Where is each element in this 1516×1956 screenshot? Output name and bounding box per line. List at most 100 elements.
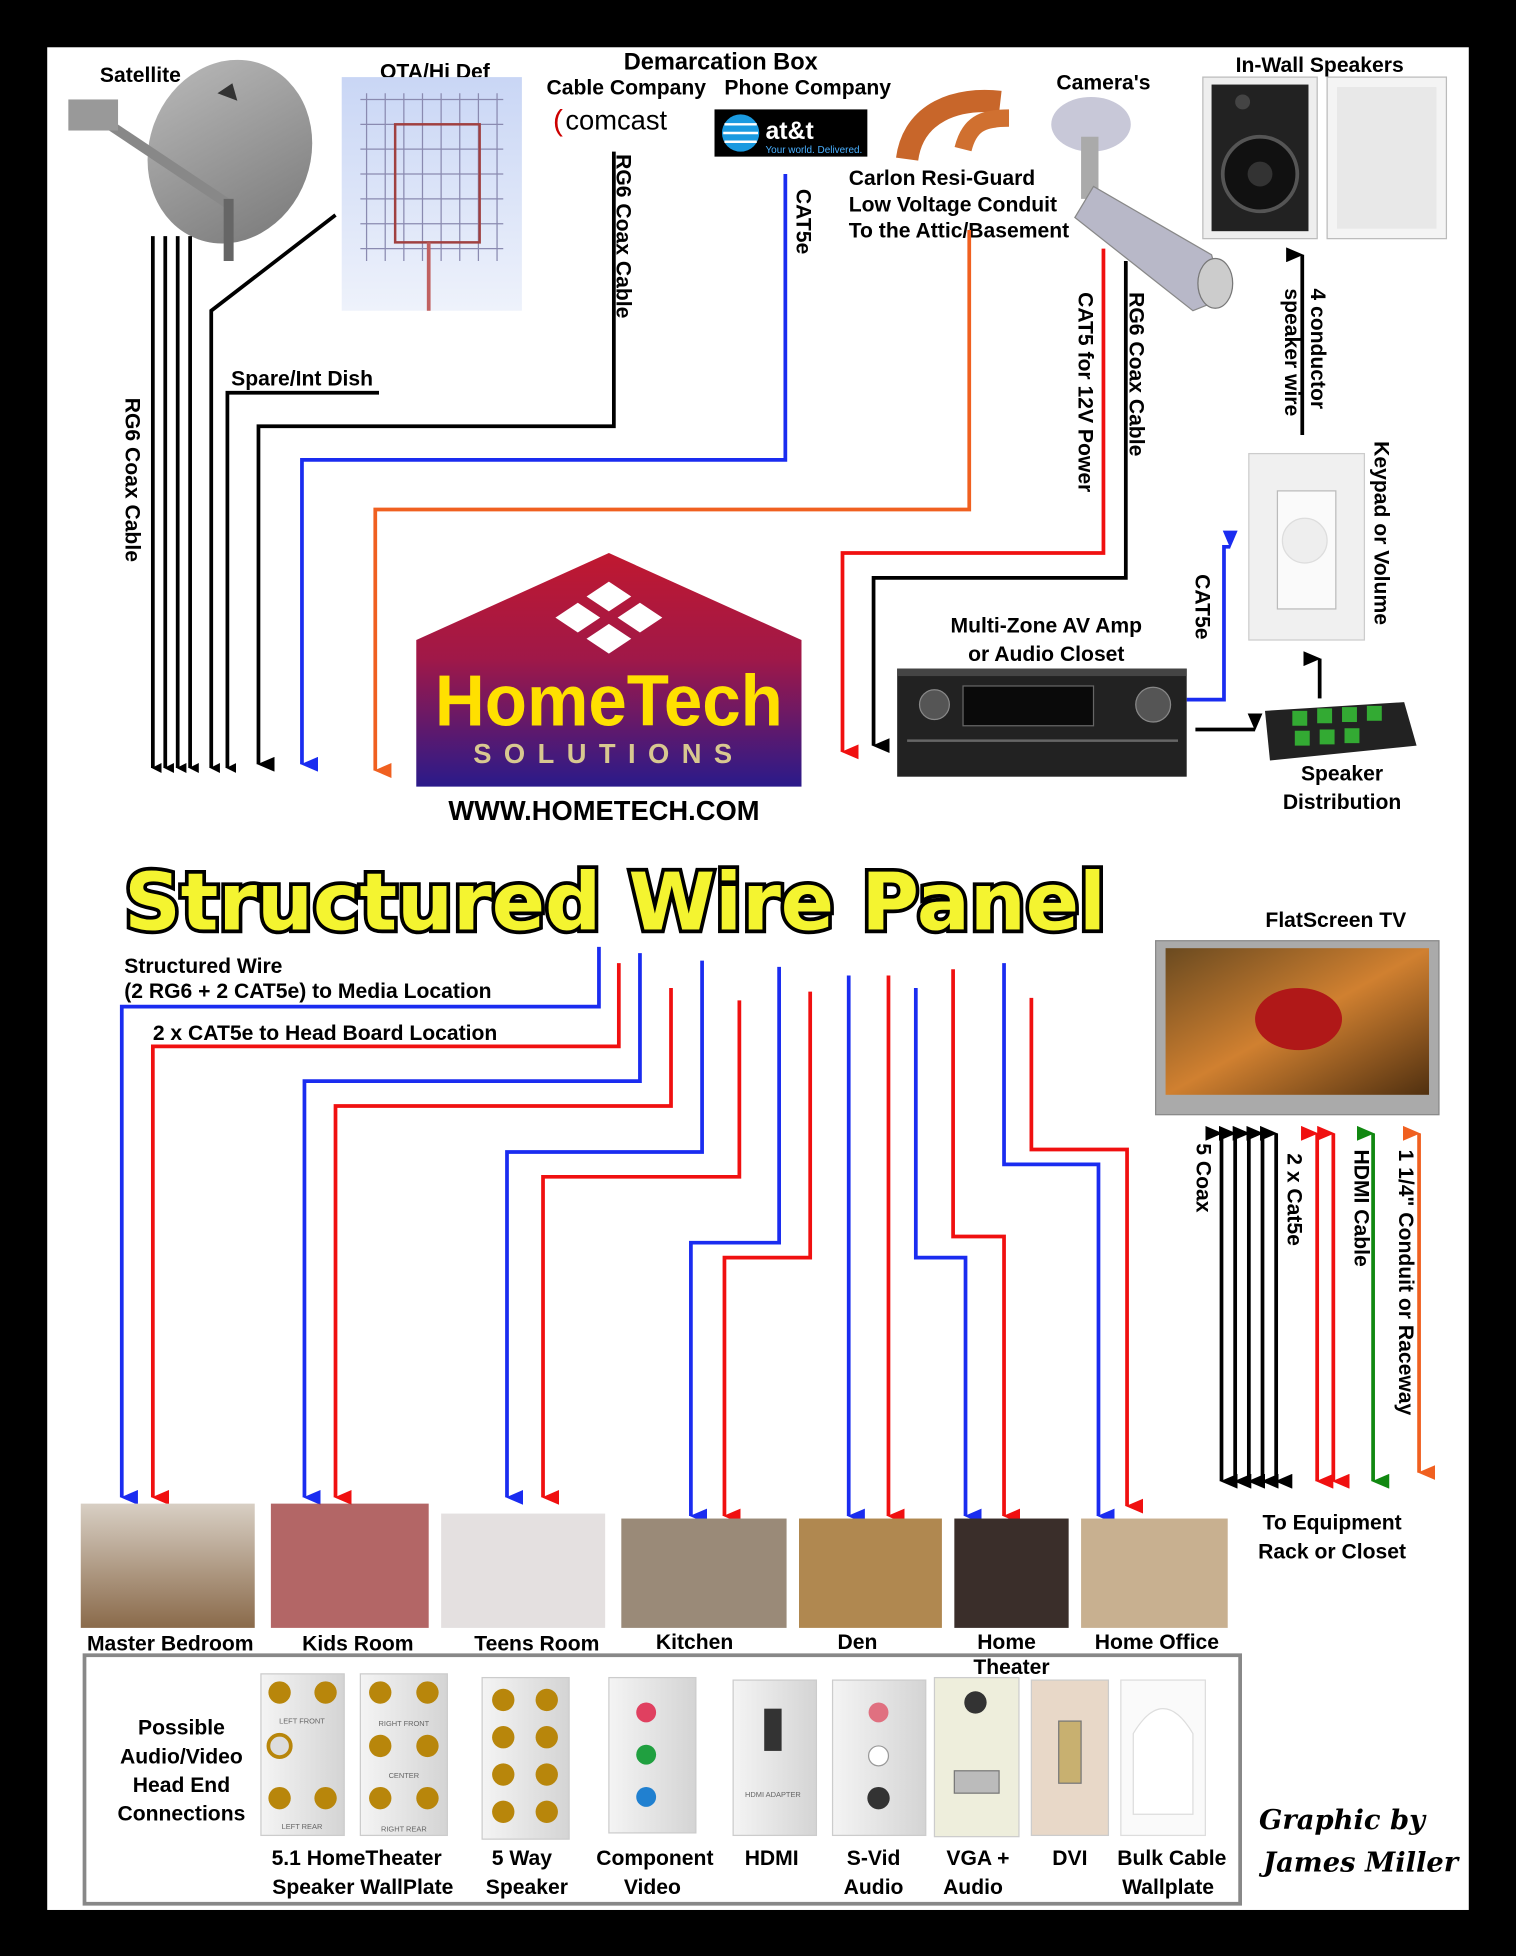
keypad-volume-plate — [1248, 452, 1366, 641]
plate-label: VGA + — [946, 1847, 1009, 1870]
page-title: Structured Wire Panel — [124, 856, 1106, 949]
master-bedroom-photo — [80, 1503, 255, 1628]
head-end-box — [82, 1653, 1243, 1906]
phone-company-label: Phone Company — [724, 76, 891, 99]
room-label-home-office: Home Office — [1095, 1631, 1220, 1654]
camera-image — [1051, 96, 1234, 312]
home-theater-photo — [954, 1518, 1069, 1628]
speaker-dist-label-1: Speaker — [1301, 762, 1383, 785]
credit-line-2: James Miller — [1258, 1846, 1461, 1878]
plate-label: HDMI — [745, 1847, 799, 1870]
teens-room-photo — [441, 1513, 606, 1628]
inwall-speakers-image — [1202, 76, 1448, 240]
conduit-label-3: To the Attic/Basement — [849, 219, 1070, 242]
cat5-power-label: CAT5 for 12V Power — [1074, 292, 1097, 492]
plate-label: Speaker WallPlate — [272, 1876, 453, 1899]
conduit-image — [896, 89, 1010, 162]
speaker-wallplate-51: LEFT FRONT LEFT REAR RIGHT FRONT CENTER … — [260, 1673, 448, 1837]
speaker-wire-label-2: speaker wire — [1280, 288, 1303, 416]
speaker-distribution-image — [1264, 702, 1417, 761]
plate-label: S-Vid — [847, 1847, 901, 1870]
tv-destination-label-1: To Equipment — [1263, 1512, 1402, 1535]
cat5e-keypad-label: CAT5e — [1190, 574, 1213, 640]
kids-room-photo — [270, 1503, 429, 1628]
flatscreen-tv-image — [1155, 940, 1440, 1116]
att-logo: at&t Your world. Delivered. — [714, 109, 868, 157]
ota-antenna-image — [341, 77, 522, 311]
tv-conduit-label: 1 1/4" Conduit or Raceway — [1394, 1149, 1417, 1415]
credit-line-1: Graphic by — [1259, 1804, 1427, 1836]
room-label-kitchen: Kitchen — [656, 1631, 733, 1654]
plate-label: Wallplate — [1122, 1876, 1214, 1899]
comcast-logo: ( comcast — [553, 104, 668, 137]
tv-coax-label: 5 Coax — [1192, 1143, 1215, 1212]
head-end-title-3: Head End — [133, 1774, 230, 1797]
speaker-wire-label-1: 4 conductor — [1306, 288, 1329, 409]
plate-label: Bulk Cable — [1117, 1847, 1226, 1870]
rg6-cable-co-label: RG6 Coax Cable — [611, 154, 634, 318]
svg-text:CENTER: CENTER — [389, 1771, 420, 1780]
camera-rg6-wire — [871, 261, 1128, 754]
room-label-theater: Theater — [973, 1656, 1049, 1679]
room-label-teens-room: Teens Room — [474, 1632, 599, 1655]
demarcation-box-label: Demarcation Box — [624, 50, 818, 76]
camera-power-wire — [840, 248, 1106, 760]
hdmi-plate: HDMI ADAPTER — [732, 1679, 818, 1837]
svideo-audio-plate — [831, 1679, 927, 1837]
spare-dish-label: Spare/Int Dish — [231, 367, 373, 390]
room-label-den: Den — [837, 1631, 877, 1654]
satellite-dish-image — [68, 59, 313, 262]
wallplate-labels: 5.1 HomeTheater Speaker WallPlate 5 Way … — [272, 1847, 1227, 1899]
kitchen-photo — [621, 1518, 787, 1628]
satellite-coax-wires — [150, 213, 379, 773]
cameras-label: Camera's — [1056, 72, 1150, 95]
plate-label: 5.1 HomeTheater — [272, 1847, 442, 1870]
vga-audio-plate — [933, 1676, 1020, 1838]
room-photos — [80, 1503, 1228, 1628]
phone-cat5e-wire — [300, 174, 788, 772]
speaker-dist-label-2: Distribution — [1283, 791, 1401, 814]
keypad-cat5e-wire — [1186, 530, 1238, 702]
svg-text:HomeTech: HomeTech — [435, 662, 783, 742]
head-end-title-4: Connections — [118, 1802, 246, 1825]
plate-label: 5 Way — [492, 1847, 552, 1870]
svg-text:(: ( — [553, 105, 563, 138]
rg6-camera-label: RG6 Coax Cable — [1125, 292, 1148, 456]
structured-wire-label-2: (2 RG6 + 2 CAT5e) to Media Location — [124, 980, 491, 1003]
cable-company-rg6-wire — [256, 151, 616, 772]
wallplate-images: LEFT FRONT LEFT REAR RIGHT FRONT CENTER … — [260, 1673, 1206, 1840]
plate-label: Audio — [943, 1876, 1003, 1899]
bulk-cable-wallplate — [1120, 1679, 1206, 1837]
room-wires — [119, 946, 1144, 1524]
cable-company-label: Cable Company — [547, 76, 707, 99]
tv-cat5e-label: 2 x Cat5e — [1282, 1153, 1305, 1246]
svg-text:RIGHT REAR: RIGHT REAR — [381, 1825, 427, 1834]
tv-hdmi-label: HDMI Cable — [1349, 1149, 1372, 1267]
room-label-home: Home — [977, 1631, 1036, 1654]
rg6-left-label: RG6 Coax Cable — [121, 398, 144, 562]
svg-text:at&t: at&t — [765, 118, 813, 145]
svg-text:LEFT REAR: LEFT REAR — [282, 1822, 323, 1831]
home-office-photo — [1081, 1518, 1228, 1628]
tv-destination-label-2: Rack or Closet — [1258, 1540, 1406, 1563]
hometech-logo: HomeTech SOLUTIONS — [416, 553, 802, 787]
tv-label: FlatScreen TV — [1265, 909, 1406, 932]
dvi-plate — [1030, 1679, 1110, 1837]
room-label-master-bedroom: Master Bedroom — [87, 1632, 254, 1655]
5-way-speaker-plate — [481, 1676, 570, 1840]
svg-text:SOLUTIONS: SOLUTIONS — [473, 738, 744, 769]
structured-wire-label-1: Structured Wire — [124, 955, 282, 978]
room-label-kids-room: Kids Room — [302, 1632, 413, 1655]
conduit-wire — [373, 229, 972, 778]
conduit-label-1: Carlon Resi-Guard — [849, 167, 1036, 190]
svg-text:LEFT FRONT: LEFT FRONT — [279, 1717, 325, 1726]
den-photo — [799, 1518, 942, 1628]
plate-label: Component — [596, 1847, 713, 1870]
keypad-label: Keypad or Volume — [1369, 441, 1392, 625]
plate-label: DVI — [1052, 1847, 1087, 1870]
headboard-label: 2 x CAT5e to Head Board Location — [153, 1022, 497, 1045]
inwall-speakers-label: In-Wall Speakers — [1236, 54, 1404, 77]
tv-wires — [1205, 1125, 1436, 1489]
head-end-title-1: Possible — [138, 1717, 225, 1740]
